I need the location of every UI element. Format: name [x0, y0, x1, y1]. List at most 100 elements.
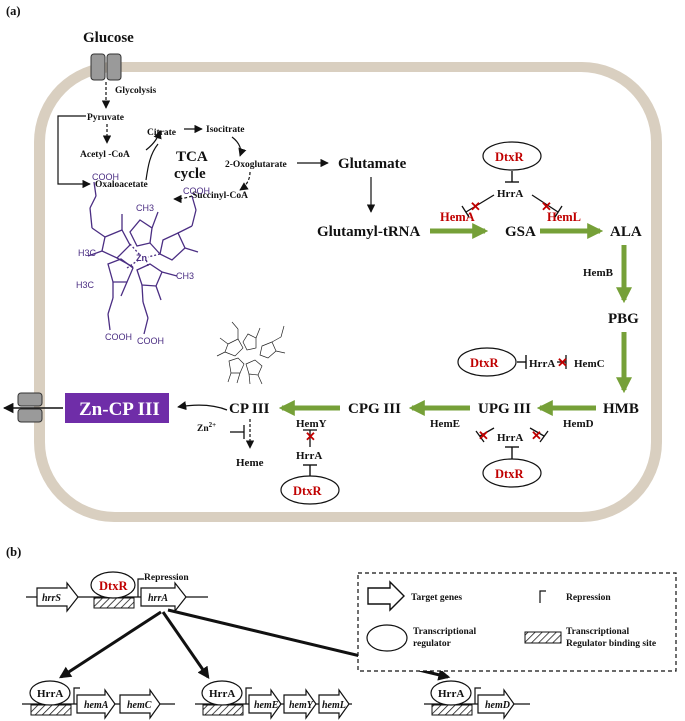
pyruvate-label: Pyruvate [87, 113, 124, 123]
cpg-label: CPG III [348, 401, 401, 417]
ala-label: ALA [610, 224, 642, 240]
gene-arrow-hema [76, 688, 116, 720]
cp-to-zncp-arrow [177, 401, 228, 411]
repression-bar [461, 205, 470, 218]
dtxr-regulator-hemy [280, 475, 340, 505]
hrra-to-heml-repression [531, 194, 559, 213]
gene-arrow-heme [248, 688, 282, 720]
oxaloacetate-to-citrate-arrow [145, 143, 159, 181]
promoter-op1 [73, 687, 80, 704]
panel-a-label: (a) [6, 4, 21, 18]
succinyl-coa-label: Succinyl-CoA [192, 191, 248, 201]
oxoglutarate-to-succinyl-arrow [239, 171, 251, 191]
hrra-to-hemd-repression-left [479, 427, 495, 437]
upg-label: UPG III [478, 401, 531, 417]
hrra-label-op2: HrrA [209, 688, 235, 700]
export-transporter [17, 392, 43, 423]
legend-repression-symbol [539, 590, 546, 603]
oxaloacetate-label: Oxaloacetate [95, 180, 148, 190]
blocked-x-mark: ✕ [305, 429, 316, 444]
legend-binding-site-symbol [524, 631, 562, 644]
legend-target-gene-symbol [367, 580, 405, 612]
mol-h3c-1: H3C [78, 248, 97, 258]
gene-hemc-label: hemC [127, 700, 152, 711]
binding-site-op3 [431, 704, 473, 716]
pbg-label: PBG [608, 311, 639, 327]
gene-arrow-hrra [140, 581, 187, 613]
zncp-label: Zn-CP III [79, 399, 160, 420]
blocked-x-mark: ✕ [557, 355, 568, 370]
pyruvate-to-oxaloacetate-arrow [57, 115, 91, 189]
gene-heml-label: hemL [322, 700, 346, 711]
hrra-to-heme-operon-arrow [161, 611, 210, 679]
hrra-label-op3: HrrA [438, 688, 464, 700]
heme-structure-thumbnail [216, 321, 286, 385]
legend-regulator-line1: Transcriptional [413, 627, 477, 637]
repression-bar [554, 205, 563, 218]
glutamate-label: Glutamate [338, 156, 407, 172]
hrra-promoter [137, 578, 144, 597]
acetyl-coa-label: Acetyl -CoA [80, 150, 130, 160]
gene-hemy-label: hemY [289, 700, 314, 711]
succinyl-to-oxaloacetate-arrow [173, 194, 193, 204]
mol-h3c-2: H3C [76, 280, 95, 290]
repression-bar [475, 430, 485, 443]
mol-cooh-4: COOH [137, 336, 164, 346]
blocked-x-mark: ✕ [531, 428, 542, 443]
glucose-transporter [90, 53, 122, 81]
gsa-label: GSA [505, 224, 536, 240]
gene-hrra-label: hrrA [148, 593, 168, 604]
dtxr-label-b: DtxR [99, 579, 128, 593]
legend-target-genes: Target genes [411, 593, 462, 603]
blocked-x-mark: ✕ [541, 199, 552, 214]
isocitrate-to-oxoglutarate-arrow [231, 136, 247, 157]
blocked-x-mark: ✕ [470, 199, 481, 214]
dtxr-regulator-top [482, 141, 542, 171]
mol-ch3-1: CH3 [136, 203, 154, 213]
panel-b-label: (b) [6, 545, 21, 559]
acetyl-to-citrate-arrow [145, 130, 162, 151]
mol-ch3-2: CH3 [176, 271, 194, 281]
repression-bar [539, 430, 549, 443]
gene-arrow-heml [318, 688, 350, 720]
gene-hema-label: hemA [84, 700, 109, 711]
mol-cooh-2: COOH [183, 186, 210, 196]
mol-zn-label: Zn [136, 253, 147, 263]
binding-site-dtxr [93, 597, 135, 609]
gene-arrow-hemc [119, 688, 161, 720]
gene-hemd-label: hemD [485, 700, 510, 711]
gene-arrow-hemy [283, 688, 317, 720]
blocked-x-mark: ✕ [478, 428, 489, 443]
dtxr-label-hemc: DtxR [470, 356, 499, 370]
citrate-label: Citrate [147, 128, 176, 138]
dtxr-regulator-upg [482, 458, 542, 488]
oxoglutarate-label: 2-Oxoglutarate [225, 160, 287, 170]
legend-regulator-line2: regulator [413, 639, 452, 649]
hemd-enzyme-label: HemD [563, 418, 594, 430]
heme-label: Heme [236, 457, 264, 469]
hrra-to-hema-repression [465, 194, 495, 213]
binding-site-op1 [30, 704, 72, 716]
dtxr-regulator-hemc [457, 347, 517, 377]
heme-enzyme-label: HemE [430, 418, 460, 430]
hrra-regulator-op1 [29, 680, 71, 706]
hemb-enzyme-label: HemB [583, 267, 614, 279]
hrra-label-op1: HrrA [37, 688, 63, 700]
legend-box [357, 572, 677, 672]
zn-coproporphyrin-structure [87, 181, 199, 335]
legend-binding-line1: Transcriptional [566, 627, 630, 637]
glutamyl-trna-label: Glutamyl-tRNA [317, 224, 420, 240]
mol-cooh-1: COOH [92, 172, 119, 182]
zncp-box [65, 393, 169, 423]
hemy-enzyme-label: HemY [296, 418, 327, 430]
cp-label: CP III [229, 401, 270, 417]
tca-line1: TCA [176, 149, 208, 165]
mol-cooh-3: COOH [105, 332, 132, 342]
hrra-label-hemy: HrrA [296, 450, 322, 462]
hrra-regulator-op2 [201, 680, 243, 706]
glycolysis-label: Glycolysis [115, 86, 156, 96]
legend-regulator-symbol [366, 624, 408, 652]
gene-arrow-hrrs [36, 581, 79, 613]
promoter-op3 [474, 687, 481, 704]
